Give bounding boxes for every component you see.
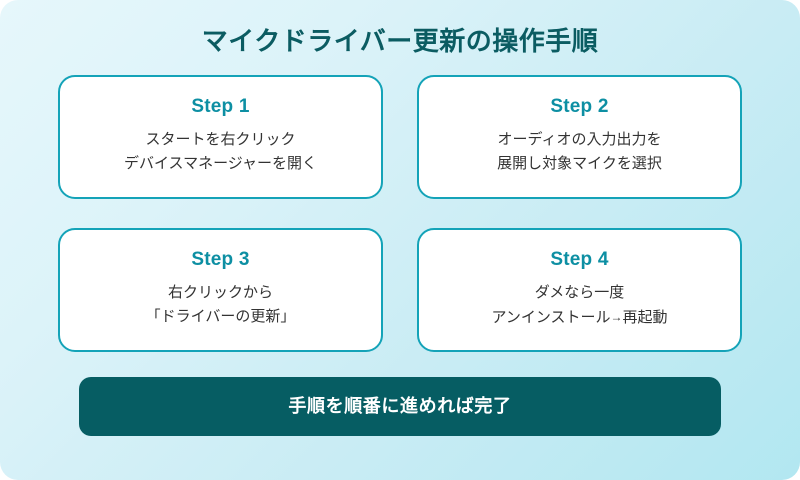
- step-1-body: スタートを右クリック デバイスマネージャーを開く: [123, 131, 318, 173]
- step-card-3: Step 3 右クリックから 「ドライバーの更新」: [58, 228, 383, 353]
- step-4-body-line2-before-arrow: アンインストール: [491, 308, 611, 326]
- step-2-body: オーディオの入力出力を 展開し対象マイクを選択: [497, 131, 662, 173]
- step-4-body-line2-after-arrow: 再起動: [622, 308, 668, 326]
- footer-banner-text: 手順を順番に進めれば完了: [288, 395, 512, 416]
- step-card-4: Step 4 ダメなら一度アンインストール→再起動: [417, 228, 742, 353]
- step-4-heading: Step 4: [550, 248, 609, 270]
- step-3-body: 右クリックから 「ドライバーの更新」: [145, 284, 296, 326]
- footer-banner: 手順を順番に進めれば完了: [79, 377, 721, 437]
- steps-grid: Step 1 スタートを右クリック デバイスマネージャーを開く Step 2 オ…: [58, 75, 742, 353]
- step-card-2: Step 2 オーディオの入力出力を 展開し対象マイクを選択: [417, 75, 742, 200]
- step-2-heading: Step 2: [550, 96, 609, 118]
- step-3-heading: Step 3: [191, 249, 250, 271]
- step-4-body-line1: ダメなら一度: [534, 283, 625, 301]
- step-card-1: Step 1 スタートを右クリック デバイスマネージャーを開く: [58, 75, 383, 200]
- page-title: マイクドライバー更新の操作手順: [201, 26, 599, 56]
- step-1-heading: Step 1: [191, 96, 250, 118]
- step-4-body: ダメなら一度アンインストール→再起動: [491, 281, 667, 330]
- right-arrow-icon: →: [610, 309, 623, 324]
